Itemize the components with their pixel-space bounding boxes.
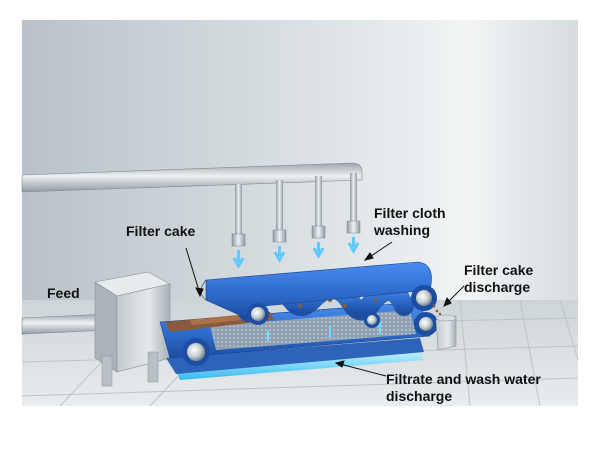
label-filtrate-discharge: Filtrate and wash water discharge <box>386 371 541 405</box>
leader-lines <box>185 241 465 377</box>
spray-nozzle <box>231 184 246 270</box>
label-filter-cake: Filter cake <box>126 223 196 239</box>
label-line: discharge <box>464 279 531 295</box>
leader-filter-cake <box>185 247 201 295</box>
spray-nozzle <box>272 180 287 264</box>
roller <box>411 285 437 311</box>
spray-nozzle <box>346 173 361 255</box>
cake-discharge-bin <box>432 304 457 351</box>
label-filter-cloth-washing: Filter cloth washing <box>374 205 446 239</box>
roller <box>182 338 210 366</box>
roller <box>414 312 438 336</box>
wash-sprays <box>267 322 381 342</box>
spray-nozzle <box>311 176 326 260</box>
cake-particles <box>432 304 442 316</box>
label-line: Filter cake <box>464 262 534 278</box>
label-line: Filter cloth <box>374 205 446 221</box>
belt-rollers <box>182 285 438 366</box>
roller <box>247 303 269 325</box>
label-line: washing <box>374 222 431 238</box>
label-line: Filtrate and wash water <box>386 371 541 387</box>
wash-water-header-pipe <box>21 162 363 193</box>
spray-nozzles <box>231 173 361 270</box>
label-filter-cake-discharge: Filter cake discharge <box>464 262 533 296</box>
roller <box>364 312 380 328</box>
leader-cloth-washing <box>367 241 393 259</box>
label-feed: Feed <box>47 285 80 301</box>
label-line: discharge <box>386 388 453 404</box>
leader-filtrate <box>339 363 387 377</box>
filtrate-trough <box>166 338 424 380</box>
